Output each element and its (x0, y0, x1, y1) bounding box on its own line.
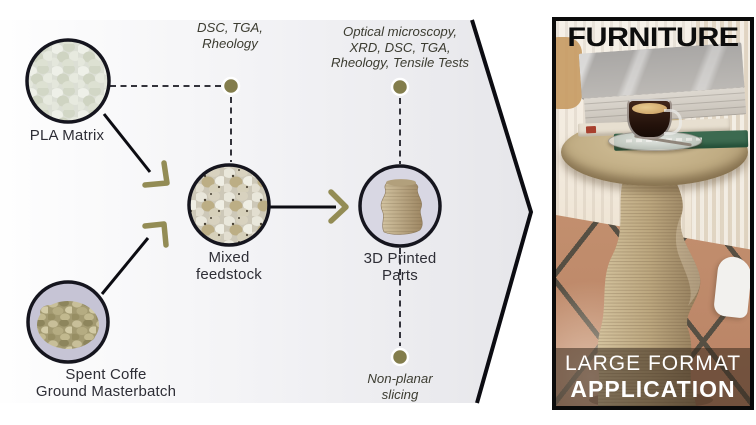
furniture-photo: FURNITURE LARGE FORMAT APPLICATION (552, 17, 754, 410)
mixed-feedstock-image (187, 163, 271, 247)
mixed-tests-annotation: DSC, TGA, Rheology (197, 20, 263, 51)
printed-tests-dot (390, 77, 410, 97)
pla-matrix-label: PLA Matrix (29, 127, 105, 144)
printed-parts-label: 3D Printed Parts (363, 250, 437, 284)
printed-tests-annotation: Optical microscopy, XRD, DSC, TGA, Rheol… (330, 24, 470, 70)
chair-hint (556, 37, 582, 109)
arrow-scg-to-mixed (100, 237, 150, 295)
espresso-cup (627, 99, 682, 139)
arrow-pla-to-mixed (102, 113, 152, 173)
process-diagram (0, 19, 534, 404)
mixed-tests-dot (221, 76, 241, 96)
arrowhead-icon (328, 189, 349, 224)
photo-caption-band: LARGE FORMAT APPLICATION (556, 348, 750, 406)
arrowhead-icon (142, 160, 170, 188)
cup-handle (664, 109, 682, 135)
printed-part-image (358, 164, 442, 248)
arrowhead-icon (142, 221, 169, 248)
caption-line2: APPLICATION (570, 376, 736, 402)
caption-line1: LARGE FORMAT (564, 352, 742, 375)
photo-header: FURNITURE (567, 22, 739, 52)
slicing-annotation: Non-planar slicing (367, 371, 433, 402)
slicing-dot (390, 347, 410, 367)
coffee-crema (632, 103, 667, 114)
pla-matrix-image (25, 38, 111, 124)
connector-dots (221, 76, 410, 367)
scg-masterbatch-label: Spent Coffe Ground Masterbatch (35, 366, 177, 400)
mixed-feedstock-label: Mixed feedstock (195, 249, 262, 283)
dashed-connectors (110, 85, 401, 346)
scg-masterbatch-image (26, 280, 110, 364)
process-arrows (100, 113, 349, 295)
book-label (585, 126, 597, 134)
chevron-edge (470, 19, 534, 404)
printed-column (589, 171, 713, 406)
